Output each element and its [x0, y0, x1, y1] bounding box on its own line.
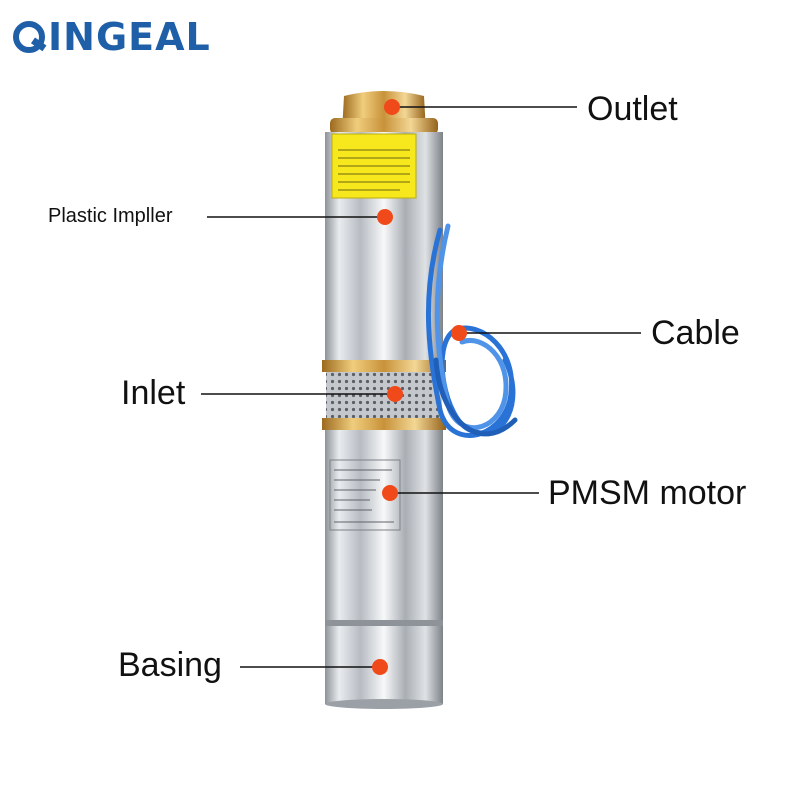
dot-marker-icon [377, 209, 393, 225]
leader-lines [201, 106, 641, 668]
label-inlet: Inlet [121, 374, 186, 412]
basing-bottom [325, 699, 443, 709]
inlet-ring-top [322, 360, 446, 372]
brand-logo: INGEAL [12, 12, 211, 62]
motor-nameplate [329, 459, 401, 531]
callout-markers [372, 99, 467, 675]
inlet-mesh [326, 372, 442, 418]
brand-logo-text: INGEAL [48, 15, 211, 59]
cable-coil [425, 223, 518, 438]
q-letter-logo-icon [13, 21, 47, 53]
dot-marker-icon [382, 485, 398, 501]
motor-tube [325, 430, 443, 620]
label-cable: Cable [651, 314, 740, 352]
outlet-collar [330, 118, 438, 134]
label-outlet: Outlet [587, 90, 678, 128]
label-pmsm-motor: PMSM motor [548, 474, 747, 512]
basing-seam [325, 620, 443, 626]
dot-marker-icon [384, 99, 400, 115]
pump-body [322, 91, 446, 709]
dot-marker-icon [372, 659, 388, 675]
label-basing: Basing [118, 646, 222, 684]
dot-marker-icon [451, 325, 467, 341]
label-plastic-impeller: Plastic Impller [48, 205, 173, 227]
dot-marker-icon [387, 386, 403, 402]
inlet-ring-bottom [322, 418, 446, 430]
